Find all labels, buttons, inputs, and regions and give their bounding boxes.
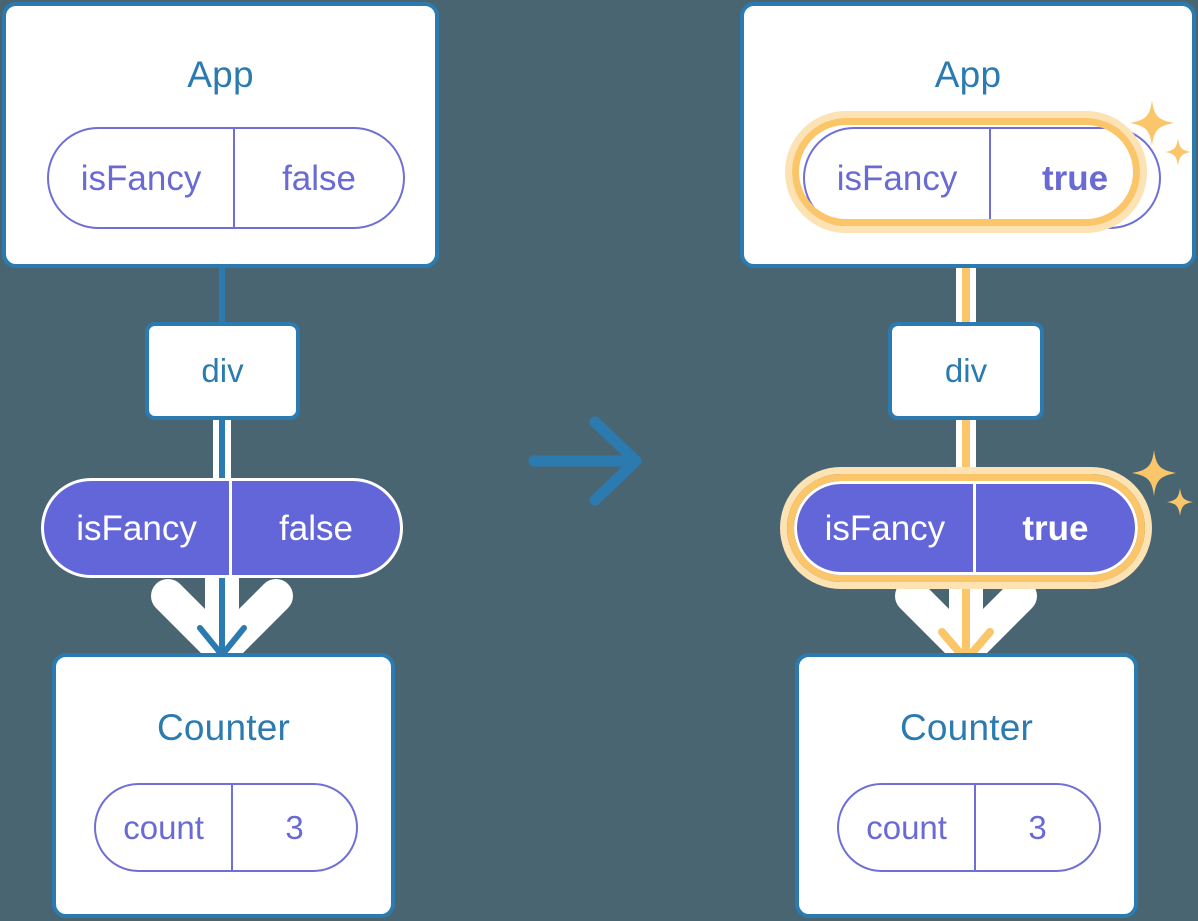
state-pill-key: isFancy — [836, 158, 958, 198]
sparkle-large-icon — [1130, 100, 1174, 146]
state-pill-value: 3 — [974, 785, 1099, 870]
counter-card-before[interactable]: Counter count 3 — [52, 653, 395, 918]
prop-pill-value: false — [229, 481, 400, 575]
app-card-before[interactable]: App isFancy false — [2, 2, 439, 268]
counter-card-title: Counter — [899, 707, 1034, 748]
state-pill-key: count — [866, 809, 947, 846]
counter-card-after[interactable]: Counter count 3 — [795, 653, 1138, 918]
prop-pill-key: isFancy — [76, 508, 197, 548]
sparkles-app-after — [1130, 100, 1191, 166]
app-card-title: App — [934, 54, 1002, 95]
sparkle-small-icon — [1165, 138, 1191, 166]
state-pill-value: false — [233, 129, 403, 227]
state-pill-value: true — [989, 129, 1159, 227]
state-pill-value: 3 — [231, 785, 356, 870]
state-pill-count-after[interactable]: count 3 — [837, 783, 1101, 872]
state-pill-key: count — [123, 809, 204, 846]
prop-pill-value: true — [972, 484, 1135, 572]
state-pill-isfancy-before[interactable]: isFancy false — [47, 127, 405, 229]
state-pill-isfancy-after[interactable]: isFancy true — [803, 127, 1161, 229]
prop-pill-isfancy-after[interactable]: isFancy true — [794, 481, 1138, 575]
counter-card-title: Counter — [156, 707, 291, 748]
app-card-title: App — [187, 54, 254, 95]
prop-pill-key: isFancy — [824, 508, 946, 548]
div-node-label: div — [201, 352, 244, 389]
div-node-before[interactable]: div — [145, 322, 300, 420]
state-pill-count-before[interactable]: count 3 — [94, 783, 358, 872]
prop-pill-isfancy-before[interactable]: isFancy false — [41, 478, 403, 578]
sparkle-small-icon — [1167, 488, 1193, 516]
sparkle-large-icon — [1132, 450, 1176, 496]
sparkles-prop-after — [1132, 450, 1193, 516]
arrow-right-icon — [528, 416, 642, 506]
div-node-after[interactable]: div — [888, 322, 1044, 420]
state-pill-key: isFancy — [80, 158, 202, 198]
div-node-label: div — [944, 352, 988, 389]
